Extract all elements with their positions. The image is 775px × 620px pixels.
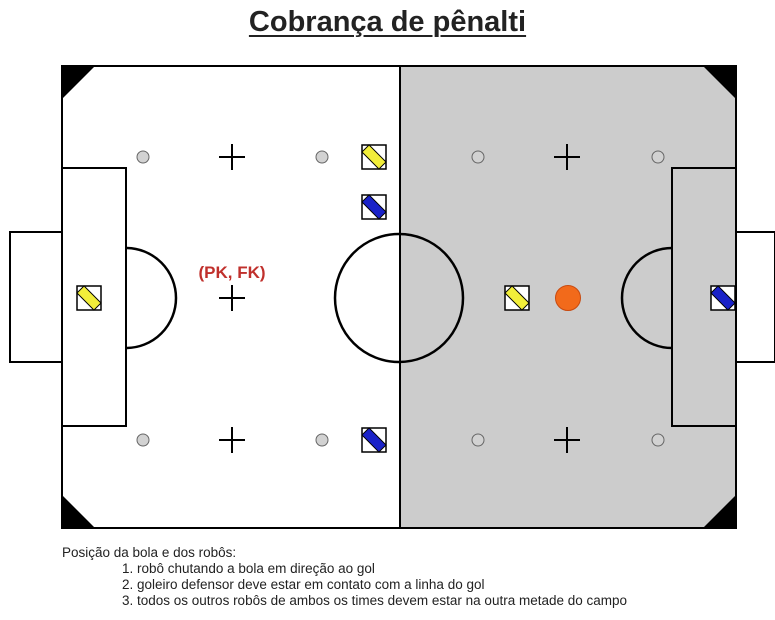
notes-list: 1. robô chutando a bola em direção ao go… <box>62 561 627 609</box>
soccer-field: (PK, FK) <box>9 65 775 529</box>
ball <box>555 285 581 311</box>
list-item: 2. goleiro defensor deve estar em contat… <box>122 577 485 592</box>
cross-mark <box>554 427 580 453</box>
robot-yellow-top <box>361 144 387 170</box>
corner-top-left <box>62 66 95 99</box>
spot <box>651 433 665 447</box>
spot <box>651 150 665 164</box>
crosses <box>219 144 580 453</box>
right-goal-arc <box>620 246 673 350</box>
spot <box>136 150 150 164</box>
robot-blue-top <box>361 194 387 220</box>
spots <box>136 150 665 447</box>
spot <box>315 150 329 164</box>
notes: Posição da bola e dos robôs: 1. robô chu… <box>62 545 627 609</box>
spot <box>471 433 485 447</box>
notes-heading: Posição da bola e dos robôs: <box>62 545 237 560</box>
corner-bottom-left <box>62 495 95 528</box>
cross-mark <box>219 427 245 453</box>
spot <box>136 433 150 447</box>
left-goal <box>9 231 63 363</box>
center-circle <box>333 232 465 364</box>
corner-top-right <box>703 66 736 99</box>
robot-yellow-goalkeeper <box>76 285 102 311</box>
cross-mark <box>219 144 245 170</box>
cross-mark <box>219 285 245 311</box>
list-item: 3. todos os outros robôs de ambos os tim… <box>122 593 628 608</box>
robot-yellow-kicker <box>504 285 530 311</box>
pk-fk-label: (PK, FK) <box>198 263 265 282</box>
diagram-title: Cobrança de pênalti <box>248 6 527 38</box>
cross-mark <box>554 144 580 170</box>
corner-bottom-right <box>703 495 736 528</box>
spot <box>315 433 329 447</box>
robot-blue-bottom <box>361 427 387 453</box>
left-goal-arc <box>125 246 178 350</box>
list-item: 1. robô chutando a bola em direção ao go… <box>122 561 375 576</box>
right-goal <box>735 231 775 363</box>
robot-blue-goalkeeper <box>710 285 736 311</box>
spot <box>471 150 485 164</box>
